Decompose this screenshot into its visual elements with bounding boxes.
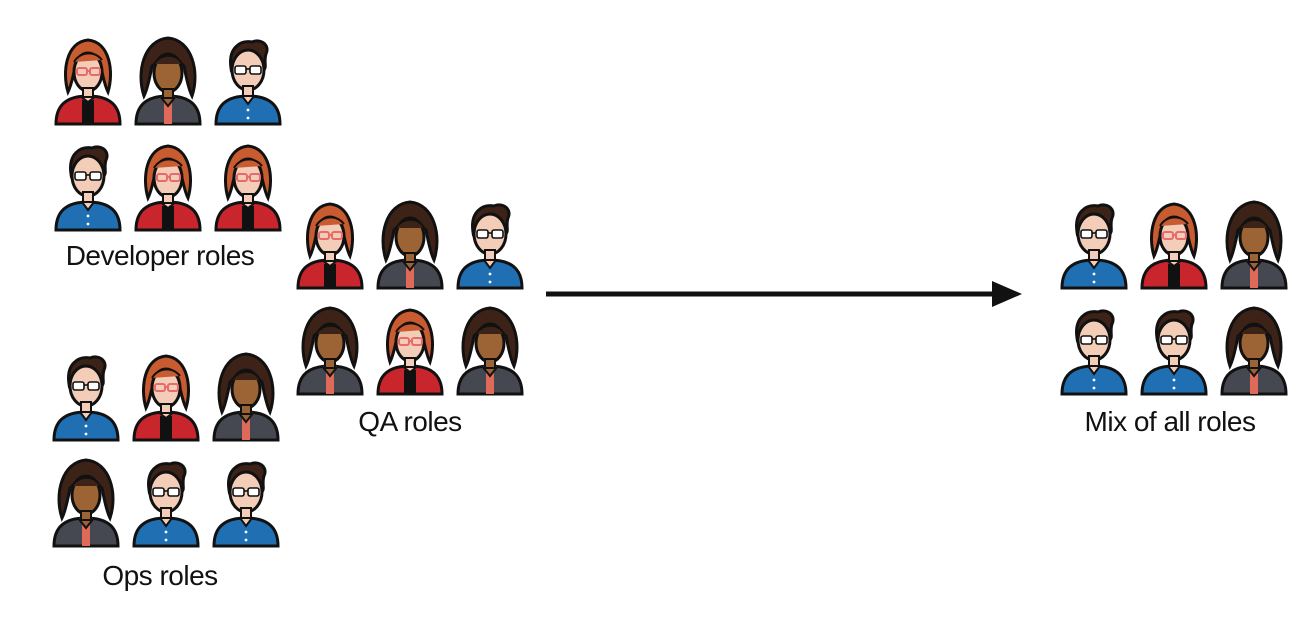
mix-of-all-roles-label: Mix of all roles [1084,406,1256,437]
man-blue-shirt-icon [132,461,200,548]
woman-red-jacket-icon [1140,202,1208,290]
man-blue-shirt-icon [54,145,122,232]
man-blue-shirt-icon [1140,309,1208,396]
qa-roles-label: QA roles [358,406,462,437]
woman-gray-jacket-icon [296,306,364,396]
mixed-people-group [1056,196,1292,398]
woman-gray-jacket-icon [52,458,120,548]
developer-people-group [50,32,286,234]
woman-red-jacket-icon [132,354,200,442]
man-blue-shirt-icon [1060,203,1128,290]
woman-gray-jacket-icon [456,306,524,396]
woman-gray-jacket-icon [212,352,280,442]
ops-roles-label: Ops roles [102,560,218,591]
woman-gray-jacket-icon [1220,200,1288,290]
woman-red-jacket-icon [214,144,282,232]
man-blue-shirt-icon [214,39,282,126]
woman-gray-jacket-icon [376,200,444,290]
woman-red-jacket-icon [296,202,364,290]
transition-arrow-icon [546,281,1022,307]
woman-red-jacket-icon [376,308,444,396]
woman-red-jacket-icon [54,38,122,126]
developer-roles-label: Developer roles [65,240,255,271]
man-blue-shirt-icon [456,203,524,290]
woman-red-jacket-icon [134,144,202,232]
ops-people-group [48,348,284,550]
man-blue-shirt-icon [1060,309,1128,396]
qa-people-group [292,196,528,398]
man-blue-shirt-icon [212,461,280,548]
man-blue-shirt-icon [52,355,120,442]
woman-gray-jacket-icon [1220,306,1288,396]
woman-gray-jacket-icon [134,36,202,126]
